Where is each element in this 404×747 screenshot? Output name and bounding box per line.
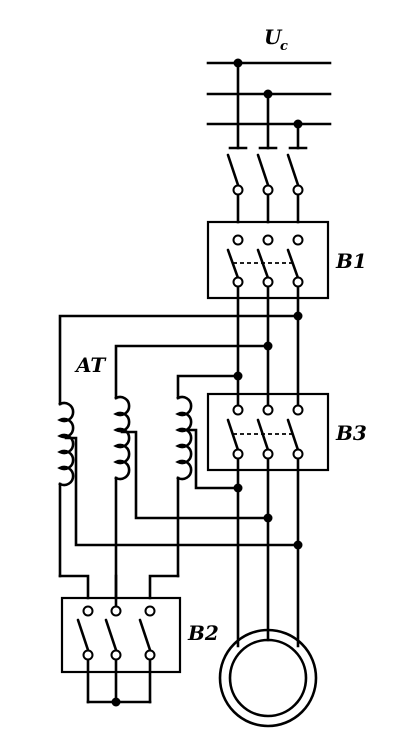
- at-input-junction-1: [293, 311, 303, 321]
- at-tap-1-junction: [293, 540, 303, 550]
- breaker-b2-housing: [60, 596, 182, 674]
- breaker-b3-bottom-terminal-2: [262, 448, 274, 460]
- breaker-b3-top-terminal-1: [232, 404, 244, 416]
- breaker-b1-blade-3: [286, 248, 300, 280]
- disconnector-terminal-3: [292, 184, 304, 196]
- disconnector-blade-3: [286, 153, 300, 187]
- breaker-b3-housing: [206, 392, 330, 472]
- breaker-b1-blade-1: [226, 248, 240, 280]
- breaker-b2-blade-3: [138, 618, 152, 652]
- breaker-b1-label: B1: [335, 249, 367, 273]
- autotransformer-label: AT: [74, 353, 107, 377]
- breaker-b1: B1: [206, 220, 367, 300]
- at-tap-1-to-b3: [64, 436, 300, 547]
- breaker-b3: B3: [206, 392, 367, 472]
- breaker-b3-bottom-terminal-1: [232, 448, 244, 460]
- at-input-wire-2: [114, 344, 270, 400]
- supply-label: U c: [264, 25, 288, 54]
- star-wire-3: [148, 574, 180, 600]
- supply-label-sub: c: [280, 39, 288, 54]
- star-point: [86, 658, 152, 707]
- at-input-junction-2: [263, 341, 273, 351]
- main-conductors: [236, 285, 300, 648]
- breaker-b2-top-terminal-1: [82, 605, 94, 617]
- breaker-b3-blade-3: [286, 418, 300, 452]
- star-point-junction: [111, 697, 121, 707]
- autotransformer-input-wiring: [58, 311, 303, 406]
- at-coil-2: [113, 395, 131, 481]
- star-point-wiring: [58, 574, 180, 600]
- at-tap-2-to-b3: [120, 430, 270, 520]
- disconnector-blade-2: [256, 153, 270, 187]
- breaker-b2-bottom-terminal-1: [82, 649, 94, 661]
- supply-label-main: U: [264, 25, 283, 49]
- supply-drops: [228, 61, 308, 150]
- disconnector-terminal-2: [262, 184, 274, 196]
- breaker-b3-label: B3: [335, 421, 367, 445]
- breaker-b1-top-terminal-3: [292, 234, 304, 246]
- motor-outer-ring: [218, 628, 318, 728]
- disconnector-terminal-1: [232, 184, 244, 196]
- at-input-wire-1: [58, 314, 300, 406]
- autotransformer: AT: [57, 353, 303, 607]
- breaker-b2-label: B2: [187, 621, 219, 645]
- breaker-b1-blade-2: [256, 248, 270, 280]
- at-coil-1: [57, 401, 75, 487]
- breaker-b2-top-terminal-3: [144, 605, 156, 617]
- breaker-b2-bottom-terminal-3: [144, 649, 156, 661]
- at-winding-1: [57, 401, 303, 578]
- breaker-b3-top-terminal-2: [262, 404, 274, 416]
- at-input-junction-3: [233, 371, 243, 381]
- at-tap-3-junction: [233, 483, 243, 493]
- breaker-b1-top-terminal-2: [262, 234, 274, 246]
- breaker-b3-top-terminal-3: [292, 404, 304, 416]
- breaker-b2-top-terminal-2: [110, 605, 122, 617]
- breaker-b1-bottom-terminal-2: [262, 276, 274, 288]
- breaker-b2: B2: [60, 596, 219, 674]
- motor-inner-ring: [228, 638, 308, 718]
- breaker-b1-bottom-terminal-1: [232, 276, 244, 288]
- breaker-b2-blade-2: [104, 618, 118, 652]
- at-tap-3-to-b3: [182, 428, 240, 490]
- at-winding-2: [113, 395, 273, 607]
- motor: [218, 628, 318, 728]
- at-tap-2-junction: [263, 513, 273, 523]
- disconnector-switch: [226, 153, 304, 224]
- at-coil-3: [175, 395, 193, 481]
- breaker-b2-bottom-terminal-2: [110, 649, 122, 661]
- breaker-b2-blade-1: [76, 618, 90, 652]
- breaker-b1-top-terminal-1: [232, 234, 244, 246]
- breaker-b1-bottom-terminal-3: [292, 276, 304, 288]
- breaker-b3-bottom-terminal-3: [292, 448, 304, 460]
- breaker-b3-blade-2: [256, 418, 270, 452]
- disconnector-blade-1: [226, 153, 240, 187]
- at-input-wire-3: [176, 374, 240, 400]
- breaker-b3-blade-1: [226, 418, 240, 452]
- at-winding-3: [175, 395, 243, 578]
- star-wire-1: [58, 574, 90, 600]
